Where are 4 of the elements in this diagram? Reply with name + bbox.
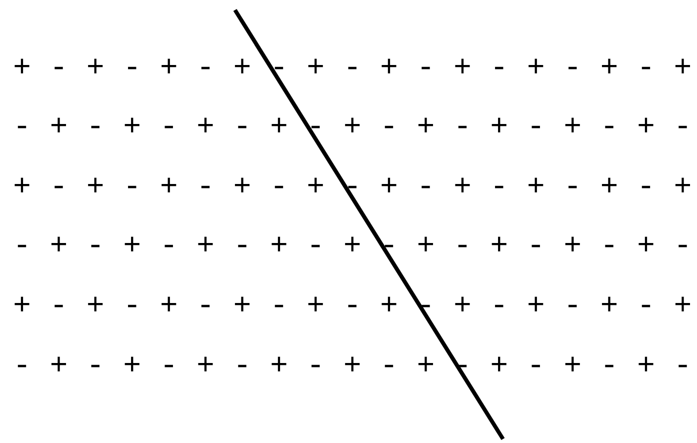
sign-row: - + - + - + - + - + - + - + - + - + -: [13, 230, 692, 264]
sign-row: + - + - + - + - + - + - + - + - + - +: [13, 171, 692, 205]
sign-row: - + - + - + - + - + - + - + - + - + -: [13, 111, 692, 145]
sign-row: + - + - + - + - + - + - + - + - + - +: [13, 52, 692, 86]
